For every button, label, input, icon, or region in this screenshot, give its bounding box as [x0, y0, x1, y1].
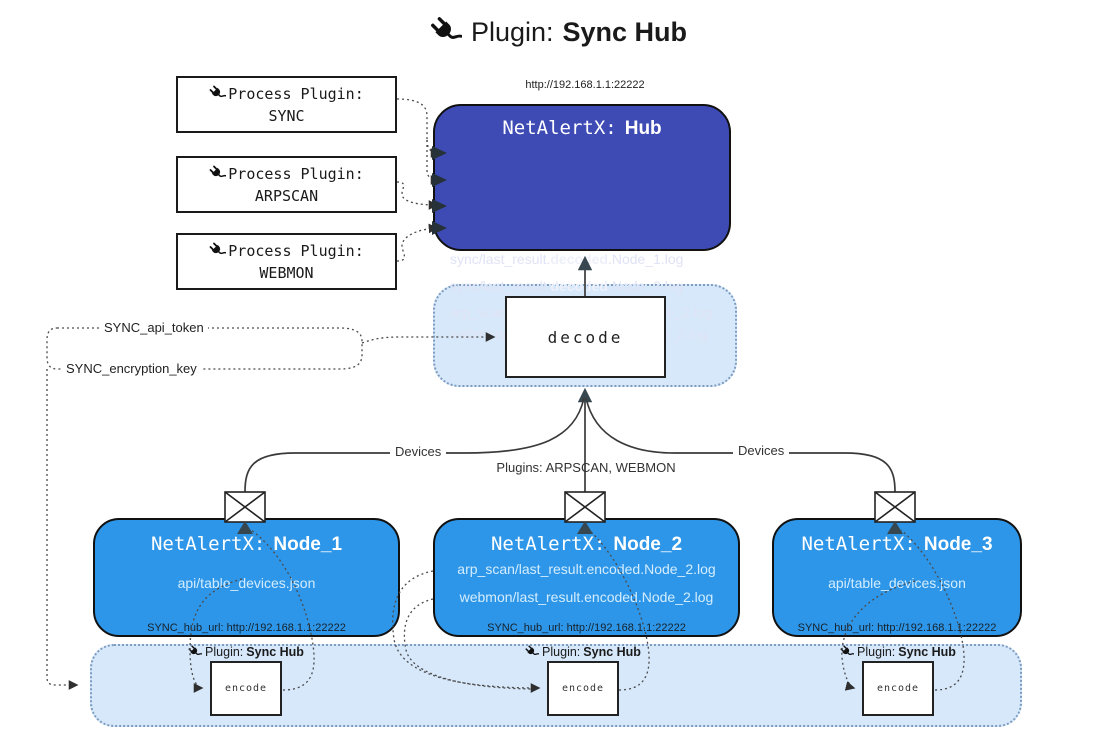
page-title: Plugin: Sync Hub: [0, 16, 1117, 48]
edge-webmon-to-hub: [396, 223, 439, 262]
page-title-prefix: Plugin:: [470, 16, 554, 47]
edge-sync-to-hub: [396, 98, 428, 140]
node-hub-url: SYNC_hub_url: http://192.168.1.1:22222: [797, 622, 997, 634]
encode-box: encode: [210, 661, 282, 716]
node-file: api/table_devices.json: [177, 575, 316, 591]
encode-box: encode: [547, 661, 619, 716]
page-title-bold: Sync Hub: [562, 16, 688, 47]
hub-url-label: http://192.168.1.1:22222: [525, 79, 645, 91]
process-plugin-label: Process Plugin:: [228, 84, 364, 103]
hub-log-line: sync/last_result.decoded.Node_3.log: [450, 278, 684, 294]
plug-icon: [209, 165, 226, 182]
node-title: NetAlertX:Node_1: [150, 533, 343, 555]
devices-edge-label-left: Devices: [390, 444, 447, 459]
node-file: webmon/last_result.encoded.Node_2.log: [459, 589, 714, 605]
process-plugin-name: SYNC: [268, 106, 305, 125]
netalertx-hub-box: NetAlertX: Hub sync/last_result.decoded.N…: [433, 104, 731, 342]
netalertx-node1-box: NetAlertX:Node_1 api/table_devices.json …: [93, 518, 400, 637]
decode-box: decode: [505, 296, 666, 378]
node-file: api/table_devices.json: [828, 575, 966, 591]
devices-edge-label-right: Devices: [733, 443, 790, 458]
plugins-edge-label-center: Plugins: ARPSCAN, WEBMON: [496, 460, 676, 475]
process-plugin-label: Process Plugin:: [228, 241, 364, 260]
node-hub-url: SYNC_hub_url: http://192.168.1.1:22222: [487, 622, 686, 634]
sync-api-token-label: SYNC_api_token: [100, 320, 208, 335]
process-plugin-arpscan-box: Process Plugin: ARPSCAN: [176, 156, 397, 213]
encode-box: encode: [862, 661, 934, 716]
hub-title: NetAlertX: Hub: [435, 117, 729, 140]
sync-encryption-key-label: SYNC_encryption_key: [62, 361, 201, 376]
node-file: arp_scan/last_result.encoded.Node_2.log: [457, 561, 716, 577]
process-plugin-label: Process Plugin:: [228, 164, 364, 183]
edge-key-to-band: [46, 369, 79, 690]
hub-log-line: sync/last_result.decoded.Node_1.log: [450, 251, 684, 267]
plug-icon: [188, 645, 202, 659]
plug-icon: [209, 85, 226, 102]
hub-title-prefix: NetAlertX:: [502, 117, 617, 139]
process-plugin-webmon-box: Process Plugin: WEBMON: [176, 233, 397, 290]
hub-title-bold: Hub: [624, 118, 662, 139]
plug-icon: [209, 242, 226, 259]
plug-icon: [840, 645, 854, 659]
process-plugin-name: WEBMON: [259, 263, 314, 282]
node-title: NetAlertX:Node_2: [490, 533, 683, 555]
node-title: NetAlertX:Node_3: [801, 533, 993, 555]
encoder-label: Plugin:Sync Hub: [503, 645, 663, 659]
plug-icon: [430, 16, 462, 48]
node-hub-url: SYNC_hub_url: http://192.168.1.1:22222: [147, 622, 346, 634]
edge-arpscan-to-hub: [396, 181, 439, 210]
encoder-label: Plugin:Sync Hub: [818, 645, 978, 659]
encoder-label: Plugin:Sync Hub: [166, 645, 326, 659]
netalertx-node2-box: NetAlertX:Node_2 arp_scan/last_result.en…: [433, 518, 740, 637]
plug-icon: [525, 645, 539, 659]
process-plugin-sync-box: Process Plugin: SYNC: [176, 76, 397, 133]
process-plugin-name: ARPSCAN: [254, 186, 319, 205]
netalertx-node3-box: NetAlertX:Node_3 api/table_devices.json …: [772, 518, 1022, 637]
